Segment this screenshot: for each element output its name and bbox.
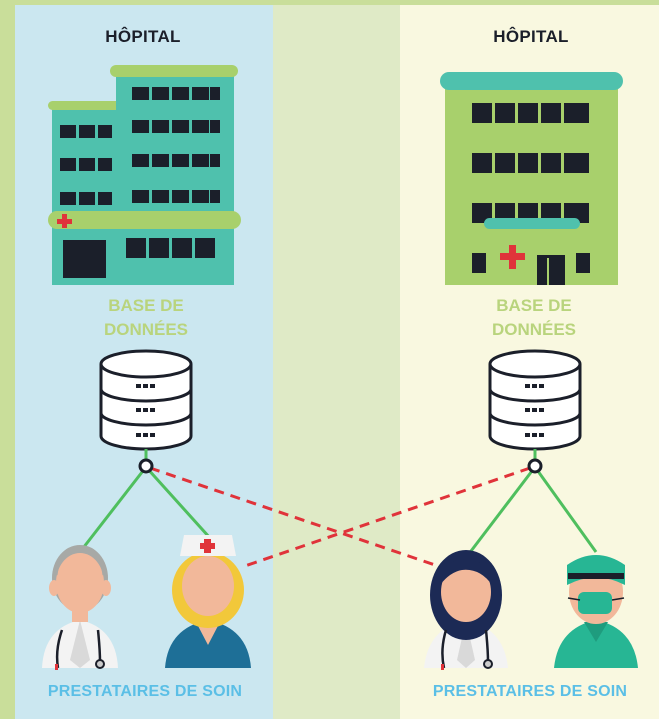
middle-panel (273, 5, 400, 719)
right-hospital-building-icon (440, 72, 623, 285)
surgeon-avatar-icon (554, 555, 638, 668)
female-doctor-avatar-icon (424, 550, 508, 670)
doctor-avatar-icon (42, 545, 118, 670)
left-providers-label: PRESTATAIRES DE SOIN (47, 683, 243, 700)
right-providers-label: PRESTATAIRES DE SOIN (432, 683, 628, 700)
right-database-label-line2: DONNÉES (491, 320, 577, 339)
connection-nodes (138, 458, 543, 474)
local-access-links (78, 449, 598, 556)
left-database-label-line1: BASE DE (108, 296, 184, 315)
left-hospital-building-icon (48, 65, 241, 285)
nurse-avatar-icon (165, 535, 251, 668)
left-hospital-title: HÔPITAL (105, 27, 181, 46)
right-hospital-title: HÔPITAL (493, 27, 569, 46)
left-database-icon (99, 349, 193, 451)
right-database-label-line1: BASE DE (496, 296, 572, 315)
right-database-icon (488, 349, 582, 451)
left-database-label-line2: DONNÉES (103, 320, 189, 339)
